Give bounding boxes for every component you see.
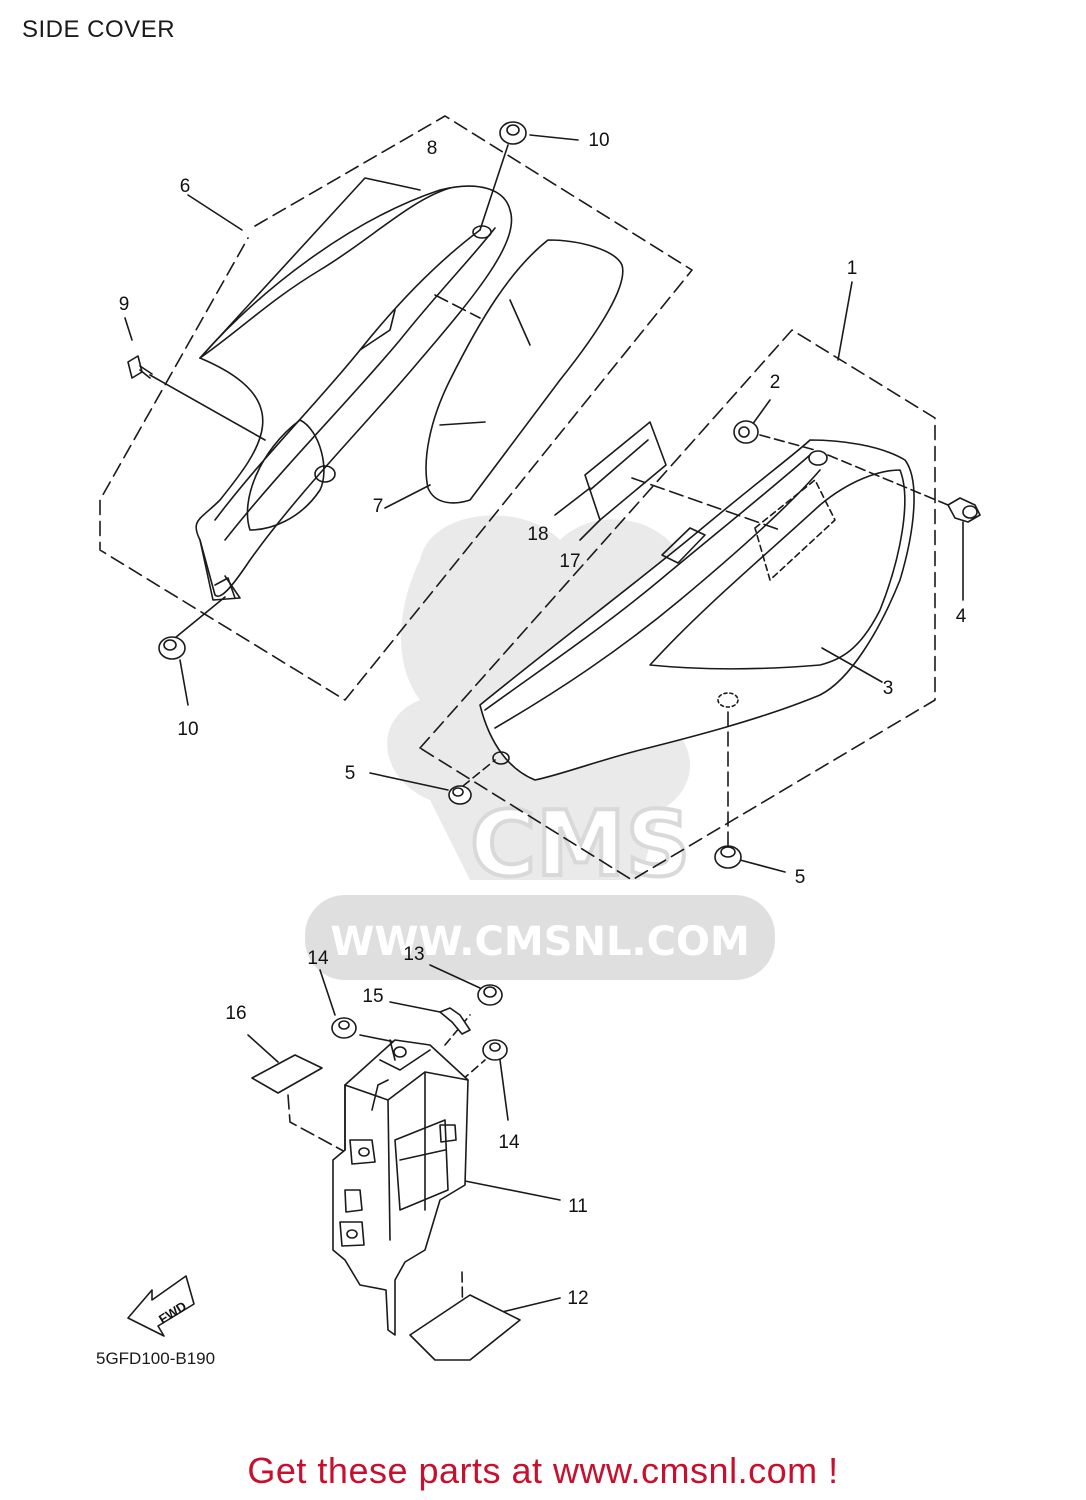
bolt-14-left[interactable] [331,1017,357,1039]
left-side-cover[interactable] [195,185,513,601]
grommet-2[interactable] [733,420,759,444]
footer-shop-link[interactable]: Get these parts at www.cmsnl.com ! [247,1450,839,1491]
grommet-10-top[interactable] [499,121,527,145]
inner-panel-7[interactable] [425,239,624,504]
label-12[interactable] [409,1294,521,1361]
label-16[interactable] [251,1054,323,1094]
left-assembly-boundary [99,115,693,701]
right-side-cover[interactable] [479,439,915,781]
label-17-outline [589,439,649,491]
callout-12: 12 [567,1288,588,1309]
callout-18: 18 [527,524,548,545]
grommet-10-bottom[interactable] [158,636,186,660]
right-assembly-boundary [419,329,936,881]
battery-bracket[interactable] [332,1039,469,1336]
callout-11: 11 [568,1196,588,1217]
callout-6: 6 [180,176,191,197]
callout-5-left: 5 [345,763,356,784]
callout-3: 3 [883,678,894,699]
drawing-code: 5GFD100-B190 [96,1349,216,1368]
bolt-13[interactable] [477,984,503,1006]
clip-15[interactable] [439,1007,471,1035]
fwd-direction-arrow [127,1275,195,1337]
page-title: SIDE COVER [22,16,176,43]
bolt-14-right[interactable] [482,1039,508,1061]
watermark-brand: CMS [470,792,690,897]
callout-14-right: 14 [498,1132,520,1153]
callout-5-right: 5 [795,867,806,888]
callout-10-top: 10 [588,130,609,151]
callout-9: 9 [119,294,130,315]
screw-9[interactable] [127,355,153,379]
watermark-url: WWW.CMSNL.COM [330,919,750,965]
screw-4[interactable] [947,497,981,523]
callout-4: 4 [956,606,967,627]
callout-17: 17 [559,551,580,572]
callout-2: 2 [770,372,781,393]
callout-8: 8 [427,138,438,159]
label-18[interactable] [584,421,667,521]
callout-15: 15 [362,986,383,1007]
callout-7: 7 [373,496,384,517]
callout-14-left: 14 [307,948,329,969]
callout-13: 13 [403,944,424,965]
callout-labels: 1 2 3 4 5 5 6 7 8 9 10 10 11 12 13 14 14… [119,130,967,1309]
callout-10-bottom: 10 [177,719,198,740]
callout-1: 1 [847,258,858,279]
callout-16: 16 [225,1003,246,1024]
grommet-5-left[interactable] [448,785,472,805]
grommet-5-right[interactable] [714,845,742,869]
